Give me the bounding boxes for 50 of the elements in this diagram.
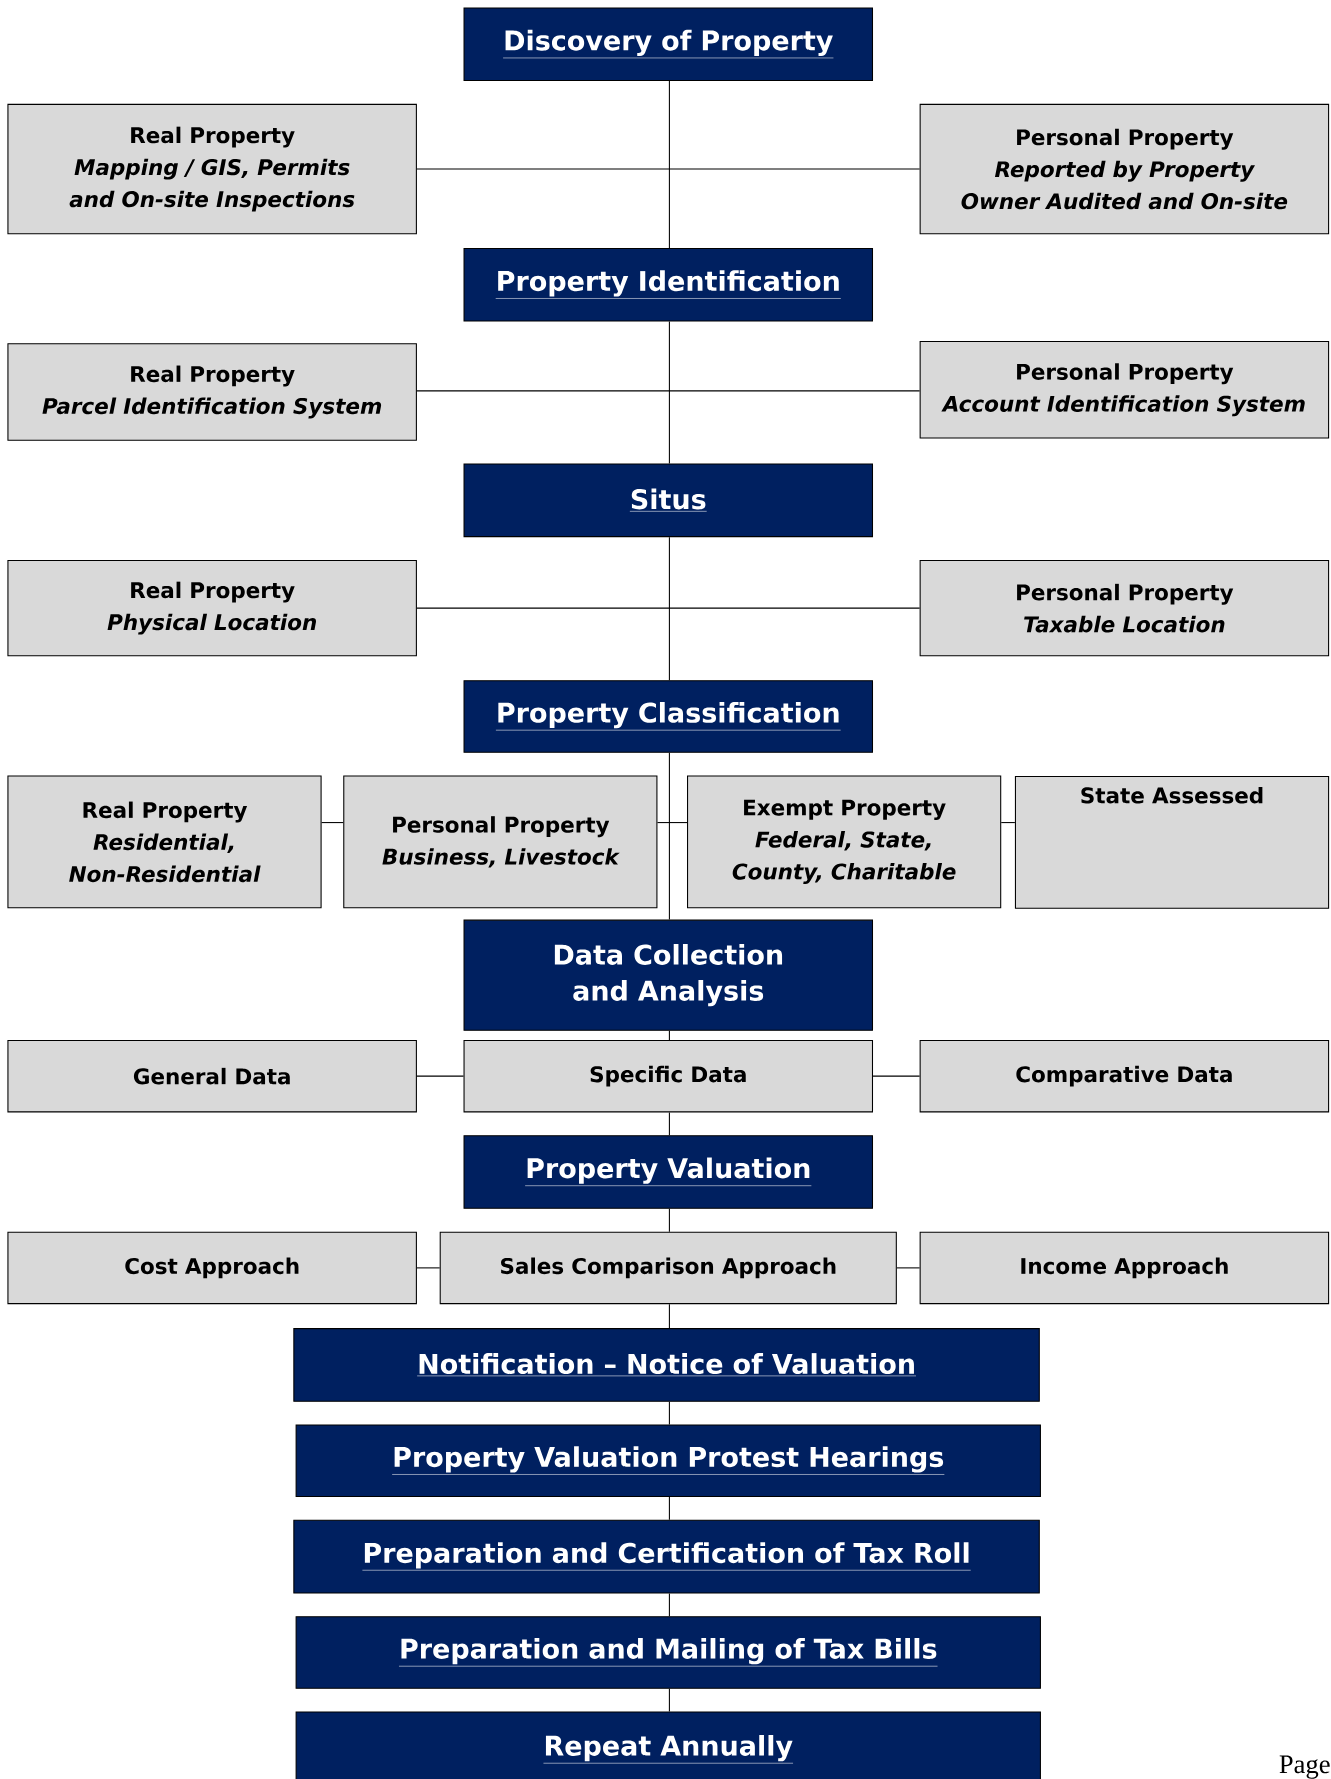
- connector-line: [668, 1303, 670, 1329]
- connector-line: [416, 607, 921, 609]
- connector-line: [416, 1075, 465, 1077]
- category-box: Real Property Physical Location: [7, 559, 417, 657]
- connector-line: [416, 1267, 441, 1269]
- category-box: Personal Property Reported by Property Owner Audited and On-site: [919, 103, 1330, 235]
- category-box: Real Property Parcel Identification System: [7, 343, 417, 441]
- connector-line: [668, 1688, 670, 1713]
- category-box: Income Approach: [919, 1231, 1330, 1305]
- category-box: Cost Approach: [7, 1231, 417, 1305]
- category-box: Personal Property Taxable Location: [919, 559, 1330, 657]
- connector-line: [657, 822, 688, 824]
- connector-line: [668, 752, 670, 921]
- heading-box: Notification – Notice of Valuation: [293, 1328, 1040, 1402]
- connector-line: [668, 1208, 670, 1233]
- heading-box: Data Collection and Analysis: [463, 919, 874, 1031]
- category-box: State Assessed: [1015, 776, 1330, 909]
- heading-box: Property Classification: [463, 680, 874, 753]
- page-label: Page: [1279, 1755, 1330, 1779]
- connector-line: [668, 1030, 670, 1041]
- connector-line: [668, 1401, 670, 1426]
- heading-box: Discovery of Property: [463, 7, 874, 82]
- category-box: Specific Data: [463, 1039, 874, 1113]
- heading-box: Situs: [463, 463, 874, 538]
- connector-line: [416, 168, 921, 170]
- connector-line: [668, 1111, 670, 1136]
- connector-line: [872, 1075, 921, 1077]
- category-box: Real Property Mapping / GIS, Permits and On-site Inspections: [7, 103, 417, 235]
- heading-box: Property Identification: [463, 247, 874, 322]
- connector-line: [668, 536, 670, 681]
- connector-line: [668, 80, 670, 249]
- heading-box: Property Valuation: [463, 1135, 874, 1209]
- category-box: Sales Comparison Approach: [439, 1231, 897, 1305]
- connector-line: [1000, 822, 1016, 824]
- heading-box: Preparation and Mailing of Tax Bills: [295, 1616, 1042, 1689]
- connector-line: [321, 822, 344, 824]
- category-box: Exempt Property Federal, State, County, Charitable: [687, 775, 1002, 909]
- connector-line: [668, 1496, 670, 1521]
- category-box: Real Property Residential, Non-Residential: [7, 775, 322, 909]
- connector-line: [896, 1267, 921, 1269]
- connector-line: [668, 1592, 670, 1617]
- category-box: Comparative Data: [919, 1039, 1330, 1113]
- connector-line: [416, 390, 921, 392]
- category-box: Personal Property Business, Livestock: [343, 775, 658, 909]
- heading-box: Property Valuation Protest Hearings: [295, 1424, 1042, 1498]
- category-box: General Data: [7, 1039, 417, 1113]
- category-box: Personal Property Account Identification System: [919, 340, 1330, 439]
- heading-box: Preparation and Certification of Tax Roll: [293, 1519, 1040, 1594]
- connector-line: [668, 321, 670, 465]
- heading-box: Repeat Annually: [295, 1711, 1042, 1779]
